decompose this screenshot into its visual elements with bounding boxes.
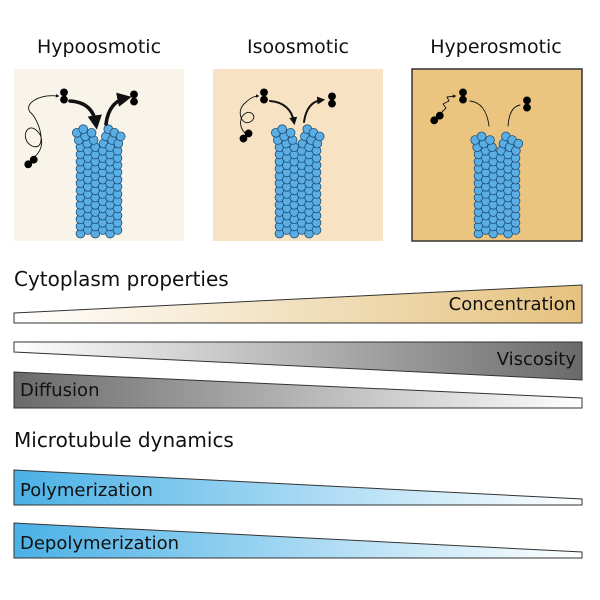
tubulin-subunit [86, 128, 97, 138]
depolymerization-label: Depolymerization [20, 533, 179, 554]
concentration-label: Concentration [449, 294, 576, 315]
tubulin-subunit [285, 128, 296, 138]
hyperosmotic-microtubule [470, 131, 524, 239]
polymerization-arrow [269, 100, 298, 126]
tubulin-subunit [115, 131, 126, 142]
hyperosmotic-panel [411, 68, 583, 242]
tubulin-subunit [513, 138, 524, 149]
polymerization-wedge [13, 469, 583, 506]
hypoosmotic-title: Hypoosmotic [37, 36, 161, 58]
polymerization-arrow [68, 99, 102, 130]
isoosmotic-panel [213, 69, 383, 241]
tubulin-subunit [314, 131, 325, 142]
depolymerization-arrow [104, 92, 132, 126]
hyperosmotic-title: Hyperosmotic [430, 36, 562, 58]
tubulin-subunit [485, 135, 495, 145]
viscosity-wedge [13, 341, 583, 381]
tubulin-subunit [78, 124, 88, 134]
hypoosmotic-panel [14, 69, 184, 241]
cytoplasm-properties-heading: Cytoplasm properties [14, 267, 229, 291]
polymerization-arrow [469, 100, 490, 127]
hypoosmotic-diffusion-path [24, 93, 60, 159]
hyperosmotic-diffusion-path [440, 94, 457, 114]
polymerization-label: Polymerization [20, 480, 153, 501]
microtubule-dynamics-heading: Microtubule dynamics [14, 428, 234, 452]
hypoosmotic-microtubule [72, 124, 126, 239]
depolymerization-wedge [13, 522, 583, 559]
isoosmotic-microtubule [270, 124, 325, 239]
depolymerization-arrow [303, 96, 326, 123]
concentration-wedge [13, 284, 583, 324]
viscosity-label: Viscosity [497, 349, 577, 370]
tubulin-subunit [277, 124, 288, 134]
isoosmotic-title: Isoosmotic [247, 36, 349, 58]
tubulin-subunit [476, 131, 487, 142]
diffusion-label: Diffusion [20, 380, 99, 401]
isoosmotic-diffusion-path [239, 94, 260, 134]
depolymerization-arrow [507, 104, 521, 127]
diffusion-wedge [13, 371, 583, 409]
